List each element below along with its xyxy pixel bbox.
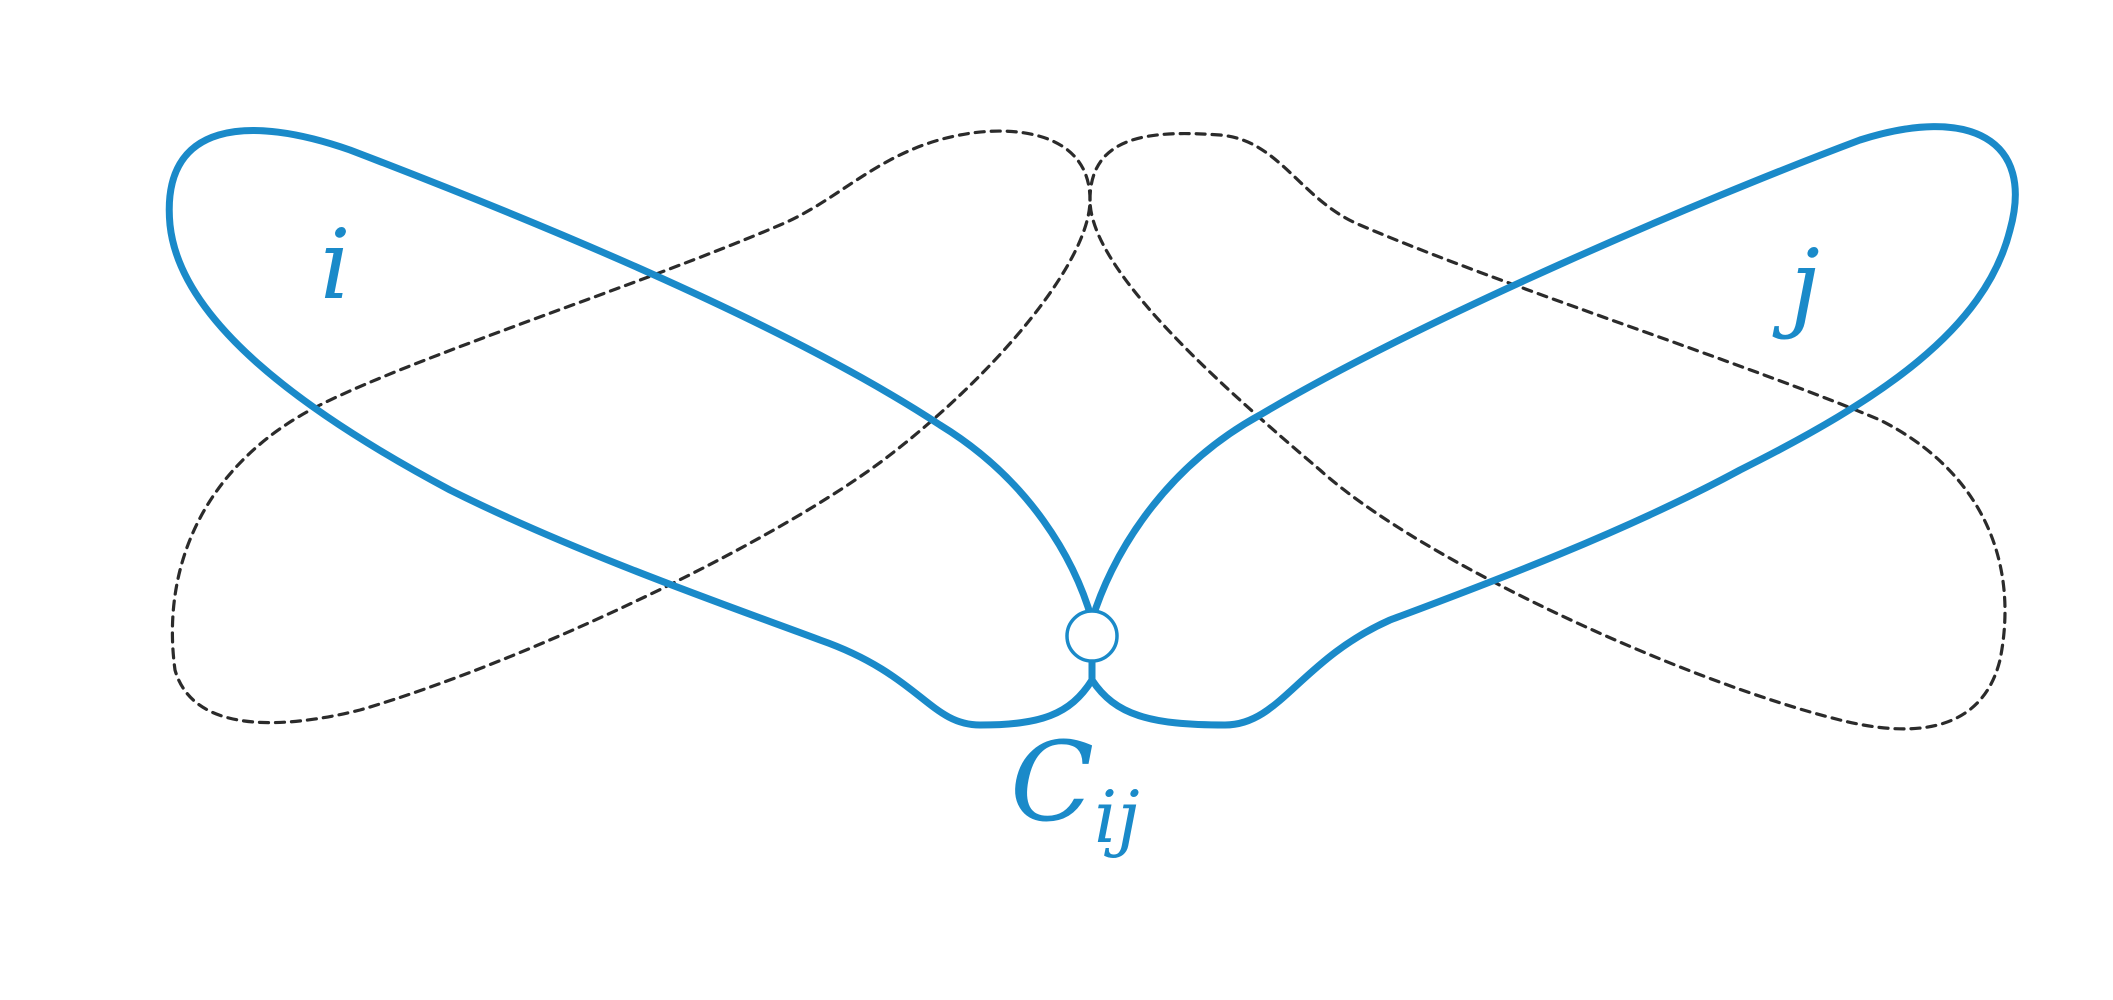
dashed-loop-left [170,129,1092,725]
loop-i-outline [165,127,1096,729]
junction-label-subscript: ij [1094,775,1139,859]
loop-j-outline [1088,123,2019,729]
loop-j-label: j [1772,229,1820,341]
loop-i-label: i [320,209,351,321]
junction-label: Cij [1010,718,1140,859]
junction-label-base: C [1010,718,1094,846]
junction-node [1065,609,1119,663]
dashed-loop-right [1088,132,2007,731]
